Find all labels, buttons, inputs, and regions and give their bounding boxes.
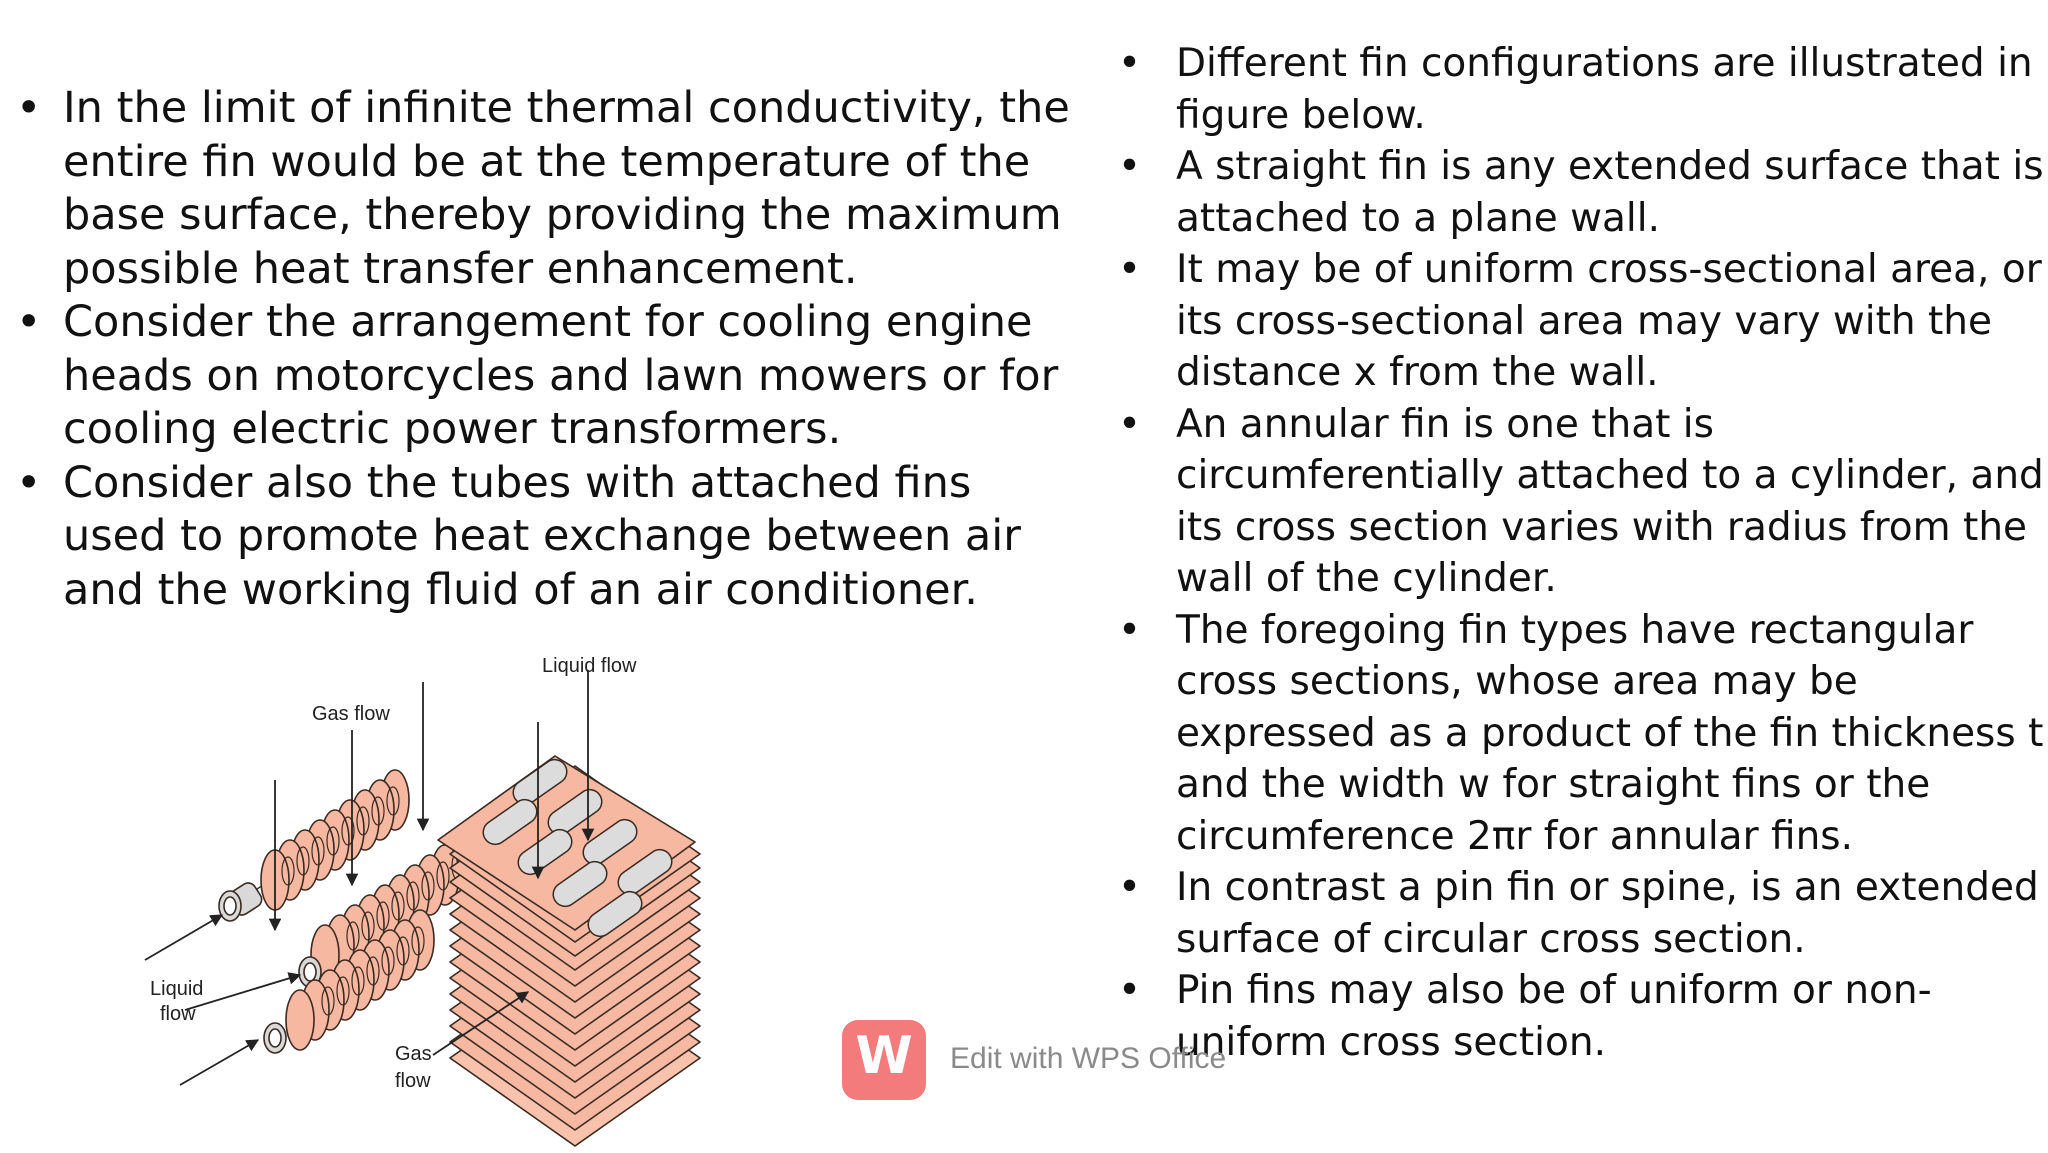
list-item: • Pin fins may also be of uniform or non-… xyxy=(1110,965,2048,1068)
list-item: • An annular fin is one that is circumfer… xyxy=(1110,399,2048,605)
bullet-marker: • xyxy=(1118,968,1142,1013)
bullet-marker: • xyxy=(1118,247,1142,292)
list-item: • Consider also the tubes with attached f… xyxy=(0,457,1080,618)
list-item: • A straight fin is any extended surface … xyxy=(1110,141,2048,244)
finned-tube xyxy=(263,909,435,1054)
list-item: • In contrast a pin fin or spine, is an e… xyxy=(1110,862,2048,965)
list-item: • The foregoing fin types have rectangula… xyxy=(1110,605,2048,863)
list-item: • Consider the arrangement for cooling en… xyxy=(0,296,1080,457)
bullet-text: Consider also the tubes with attached fi… xyxy=(63,457,1021,615)
gas-label: Gas xyxy=(395,1043,432,1065)
finned-tube xyxy=(218,769,410,922)
bullet-text: In the limit of infinite thermal conduct… xyxy=(63,83,1070,294)
left-figure-labels: Gas flow Liquid flow xyxy=(150,703,390,1025)
liquid-flow-label: flow xyxy=(160,1003,196,1025)
bullet-marker: • xyxy=(1118,144,1142,189)
watermark-text: Edit with WPS Office xyxy=(950,1042,1227,1075)
bullet-text: Consider the arrangement for cooling eng… xyxy=(63,297,1059,454)
bullet-text: It may be of uniform cross-sectional are… xyxy=(1176,247,2042,395)
right-bullet-column: • Different fin configurations are illust… xyxy=(1110,38,2048,1068)
left-flow-arrows xyxy=(144,682,430,1086)
right-bullet-list: • Different fin configurations are illust… xyxy=(1110,38,2048,1068)
bullet-marker: • xyxy=(16,83,42,133)
wps-logo-letter: W xyxy=(855,1026,913,1086)
wps-watermark[interactable]: W Edit with WPS Office xyxy=(842,1020,1402,1100)
bullet-text: Different fin configurations are illustr… xyxy=(1176,41,2033,138)
bullet-marker: • xyxy=(1118,865,1142,910)
bullet-text: The foregoing fin types have rectangular… xyxy=(1176,607,2044,859)
gas-flow-label: flow xyxy=(395,1070,431,1092)
bullet-text: In contrast a pin fin or spine, is an ex… xyxy=(1176,865,2039,962)
bullet-marker: • xyxy=(16,457,42,508)
right-flow-arrows xyxy=(432,670,595,1056)
liquid-label: Liquid xyxy=(150,978,203,1000)
bullet-marker: • xyxy=(1118,607,1142,653)
left-bullet-column: • In the limit of infinite thermal conduc… xyxy=(0,82,1080,617)
list-item: • Different fin configurations are illust… xyxy=(1110,38,2048,141)
liquid-flow-label: Liquid flow xyxy=(542,655,637,677)
left-bullet-list: • In the limit of infinite thermal conduc… xyxy=(0,82,1080,617)
bullet-text: A straight fin is any extended surface t… xyxy=(1176,144,2044,241)
annular-finned-tubes xyxy=(218,769,475,1054)
bullet-marker: • xyxy=(1118,41,1142,86)
right-figure-labels: Liquid flow Gas flow xyxy=(395,655,637,1092)
bullet-text: An annular fin is one that is circumfere… xyxy=(1176,401,2044,602)
tube-openings xyxy=(482,758,673,938)
list-item: • It may be of uniform cross-sectional ar… xyxy=(1110,244,2048,399)
fin-configurations-figure: Gas flow Liquid flow xyxy=(144,655,701,1147)
plate-fin-stack xyxy=(437,755,701,1147)
bullet-marker: • xyxy=(16,297,42,347)
gas-flow-label: Gas flow xyxy=(312,703,390,725)
bullet-text: Pin fins may also be of uniform or non-u… xyxy=(1176,968,1932,1065)
wps-logo-icon: W xyxy=(842,1020,926,1100)
list-item: • In the limit of infinite thermal conduc… xyxy=(0,82,1080,296)
bullet-marker: • xyxy=(1118,401,1142,447)
